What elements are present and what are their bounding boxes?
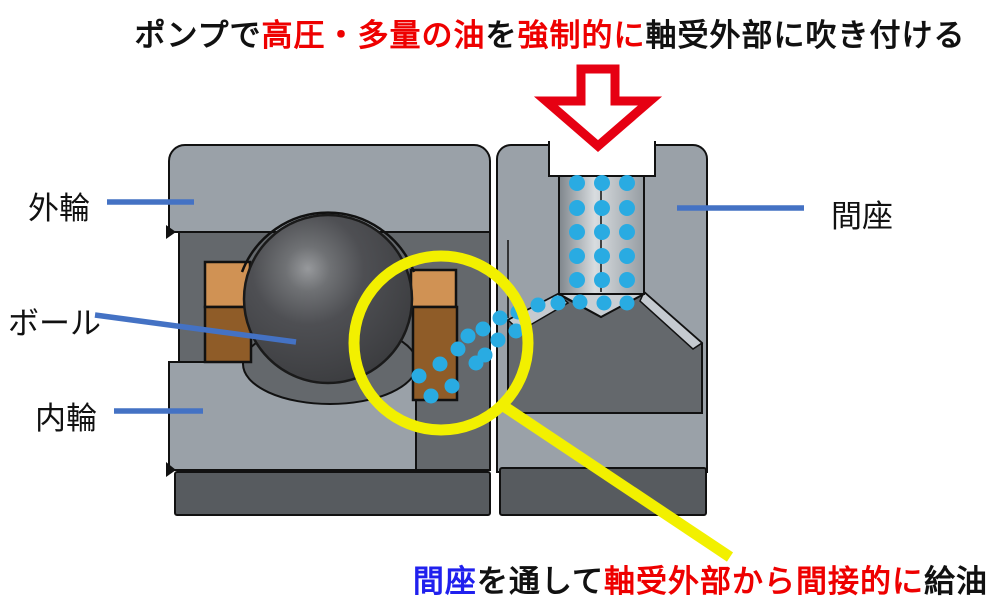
- oil-dot: [594, 200, 610, 216]
- oil-dot: [569, 272, 585, 288]
- oil-dot: [619, 248, 635, 264]
- highlight-pointer-line: [498, 400, 734, 562]
- oil-dot: [572, 294, 588, 310]
- oil-dot: [619, 272, 635, 288]
- caption-segment: 給油: [924, 564, 988, 599]
- ball-shape: [242, 213, 414, 385]
- edge-tick: [166, 462, 176, 477]
- caption-segment-spacer: 間座: [412, 564, 477, 599]
- oil-dot: [569, 224, 585, 240]
- oil-dot: [569, 175, 585, 191]
- caption-segment-highlight: 軸受外部から間接的に: [604, 564, 924, 599]
- oil-dot: [594, 175, 610, 191]
- oil-dot: [619, 200, 635, 216]
- oil-dot: [423, 388, 439, 404]
- bottom-caption: 間座を通して軸受外部から間接的に給油: [413, 556, 988, 601]
- oil-dot: [594, 224, 610, 240]
- oil-dot: [569, 200, 585, 216]
- headline-segment: ポンプで: [134, 18, 262, 53]
- oil-dot: [550, 295, 566, 311]
- headline-segment-highlight: 強制的に: [517, 18, 646, 53]
- red-down-arrow-icon: [533, 64, 663, 152]
- oil-dot: [619, 175, 635, 191]
- oil-dot: [444, 378, 460, 394]
- label-spacer: 間座: [831, 199, 893, 234]
- oil-dot: [594, 248, 610, 264]
- caption-segment: を通して: [476, 564, 604, 599]
- oil-dot: [460, 328, 476, 344]
- headline-segment: を: [485, 18, 518, 53]
- oil-dot: [450, 341, 466, 357]
- oil-dot: [619, 295, 635, 311]
- outer-ring-shape: [168, 144, 491, 233]
- oil-dot: [492, 310, 508, 326]
- leader-lines: [94, 199, 804, 414]
- oil-dot: [594, 272, 610, 288]
- shaft-bottom-shape: [174, 471, 491, 516]
- outer-raceway-arc: [240, 211, 416, 273]
- oil-dot: [411, 368, 427, 384]
- label-outer-ring: 外輪: [28, 191, 90, 226]
- funnel-slope-right: [639, 290, 704, 350]
- oil-dot: [490, 332, 506, 348]
- oil-dot: [432, 356, 448, 372]
- oil-dot: [468, 355, 484, 371]
- edge-tick: [166, 225, 176, 239]
- highlight-circle: [348, 250, 534, 436]
- oil-dots-trail: [411, 294, 635, 404]
- headline-segment-highlight: 高圧・多量の油: [261, 18, 486, 53]
- label-inner-ring: 内輪: [35, 401, 97, 436]
- oil-dots-channel: [569, 175, 635, 288]
- oil-dot: [619, 224, 635, 240]
- leader-ball: [94, 312, 297, 345]
- headline-segment: 軸受外部に吹き付ける: [645, 18, 966, 53]
- oil-dot: [475, 321, 491, 337]
- oil-dot: [530, 297, 546, 313]
- cage-right-upper-shape: [409, 268, 458, 309]
- bearing-section: [166, 144, 491, 516]
- oil-dot: [569, 248, 585, 264]
- oil-dot: [508, 323, 524, 339]
- headline: ポンプで高圧・多量の油を強制的に軸受外部に吹き付ける: [100, 10, 1000, 55]
- label-ball: ボール: [8, 306, 101, 341]
- highlight-annotation: [348, 250, 734, 562]
- oil-dot: [596, 295, 612, 311]
